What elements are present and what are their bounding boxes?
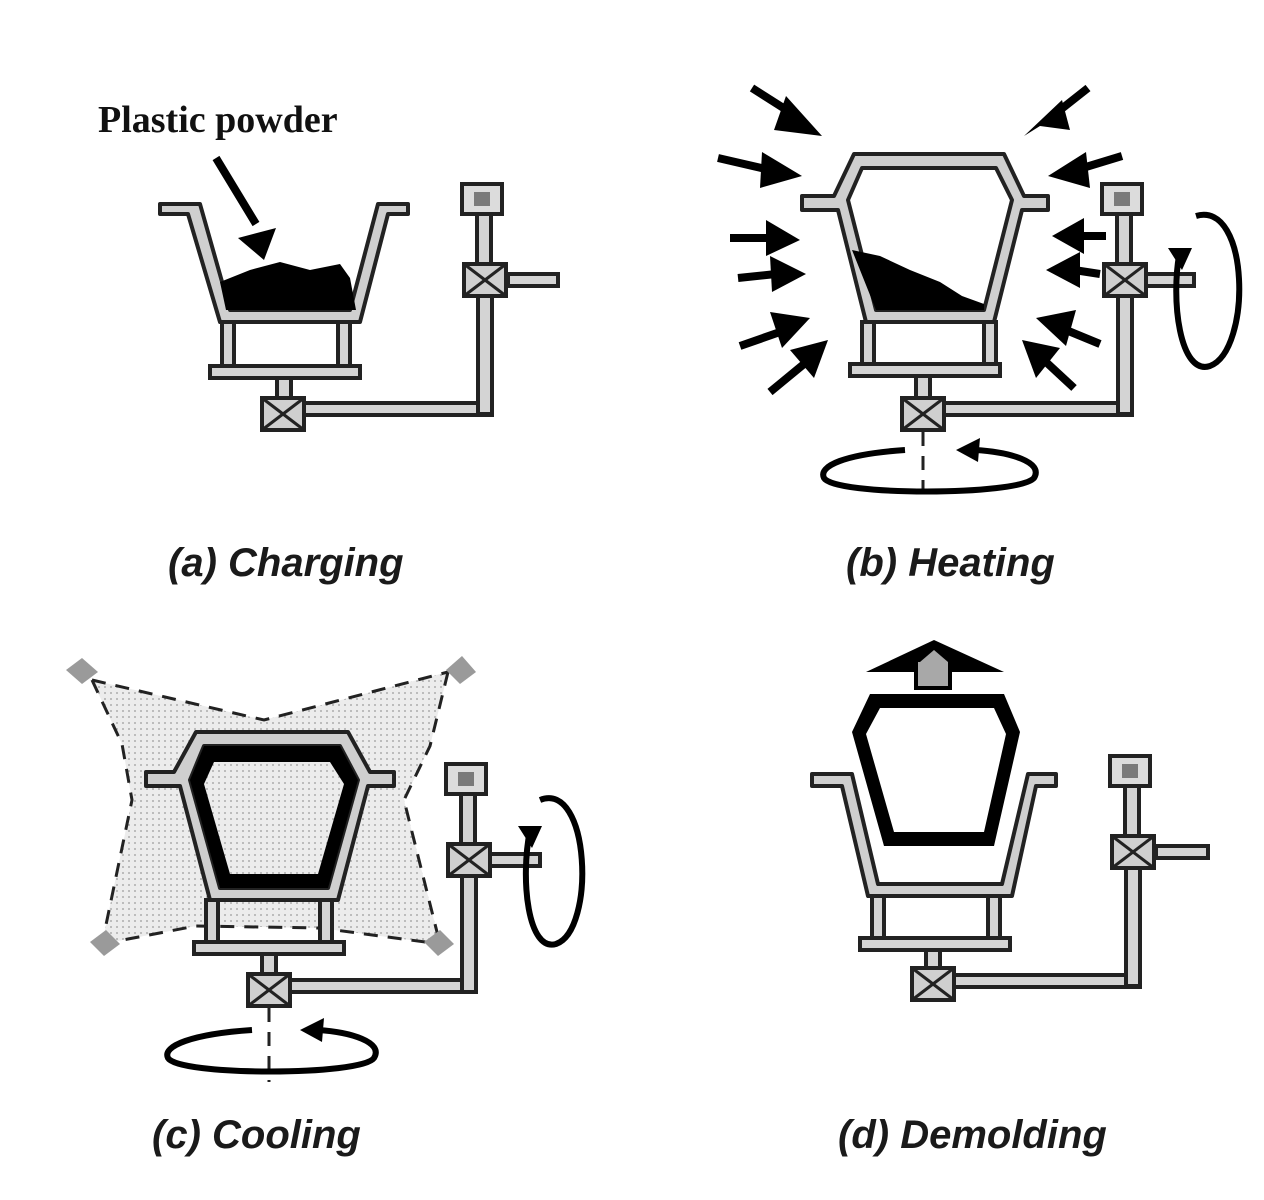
- side-shaft: [1154, 844, 1210, 860]
- horizontal-rotation-arrow: [820, 438, 1039, 495]
- vertical-arm: [1124, 866, 1142, 988]
- horizontal-arm: [946, 973, 1142, 989]
- vertical-arm: [476, 294, 494, 416]
- joint-box-primary: [910, 966, 956, 1002]
- formed-part: [852, 694, 1020, 846]
- joint-box-secondary: [462, 262, 508, 298]
- vertical-rotation-arrow: [1168, 211, 1243, 370]
- horizontal-arm: [938, 401, 1134, 417]
- motor-box: [460, 182, 504, 216]
- joint-box-primary: [260, 396, 306, 432]
- horizontal-rotation-arrow: [164, 1018, 379, 1075]
- mold-support-post-right: [318, 898, 334, 944]
- vertical-arm: [460, 874, 478, 994]
- vertical-arm-upper: [475, 210, 493, 266]
- panel-heating: (b) Heating: [717, 84, 1243, 585]
- vertical-arm-upper: [1123, 782, 1141, 838]
- mold-support-post-left: [860, 320, 876, 366]
- panel-charging: Plastic powder (a) Charging: [98, 99, 560, 585]
- caption-charging: (a) Charging: [168, 541, 404, 585]
- joint-box-primary: [900, 396, 946, 432]
- molten-charge: [852, 250, 984, 310]
- vertical-arm: [1116, 294, 1134, 416]
- caption-demolding: (d) Demolding: [838, 1113, 1107, 1157]
- motor-box: [1100, 182, 1144, 216]
- powder-label: Plastic powder: [98, 99, 338, 141]
- coolant-nozzle: [424, 930, 454, 956]
- side-shaft: [488, 852, 542, 868]
- horizontal-arm: [282, 978, 478, 994]
- plastic-powder: [220, 262, 356, 310]
- coolant-nozzle: [66, 658, 98, 684]
- coolant-nozzle: [446, 656, 476, 684]
- side-shaft: [506, 272, 560, 288]
- coolant-nozzle: [90, 930, 120, 956]
- formed-part: [190, 746, 358, 888]
- panel-demolding: (d) Demolding: [810, 640, 1210, 1157]
- horizontal-arm: [298, 401, 494, 417]
- panel-cooling: (c) Cooling: [66, 656, 586, 1157]
- caption-cooling: (c) Cooling: [152, 1113, 361, 1157]
- side-shaft: [1144, 272, 1196, 288]
- motor-box: [444, 762, 488, 796]
- mold-support-post-left: [870, 894, 886, 940]
- lift-arrow: [866, 640, 1004, 690]
- mold-support-post-left: [220, 320, 236, 368]
- joint-box-secondary: [1110, 834, 1156, 870]
- caption-heating: (b) Heating: [846, 541, 1055, 585]
- vertical-arm-upper: [459, 790, 477, 846]
- mold-support-post-right: [986, 894, 1002, 940]
- joint-box-secondary: [446, 842, 492, 878]
- mold-support-post-left: [204, 898, 220, 944]
- powder-pointer-arrow: [212, 155, 276, 260]
- heat-arrows-right: [1022, 84, 1124, 391]
- mold-support-post-right: [982, 320, 998, 366]
- vertical-rotation-arrow: [518, 795, 586, 948]
- mold-support-post-right: [336, 320, 352, 368]
- vertical-arm-upper: [1115, 210, 1133, 266]
- coolant-spray-outline: [90, 670, 450, 946]
- joint-box-secondary: [1102, 262, 1148, 298]
- spindle: [914, 374, 932, 400]
- heat-arrows-left: [717, 84, 828, 396]
- motor-box: [1108, 754, 1152, 788]
- open-mold: [810, 772, 1058, 898]
- joint-box-primary: [246, 972, 292, 1008]
- coolant-spray-zone: [92, 672, 448, 944]
